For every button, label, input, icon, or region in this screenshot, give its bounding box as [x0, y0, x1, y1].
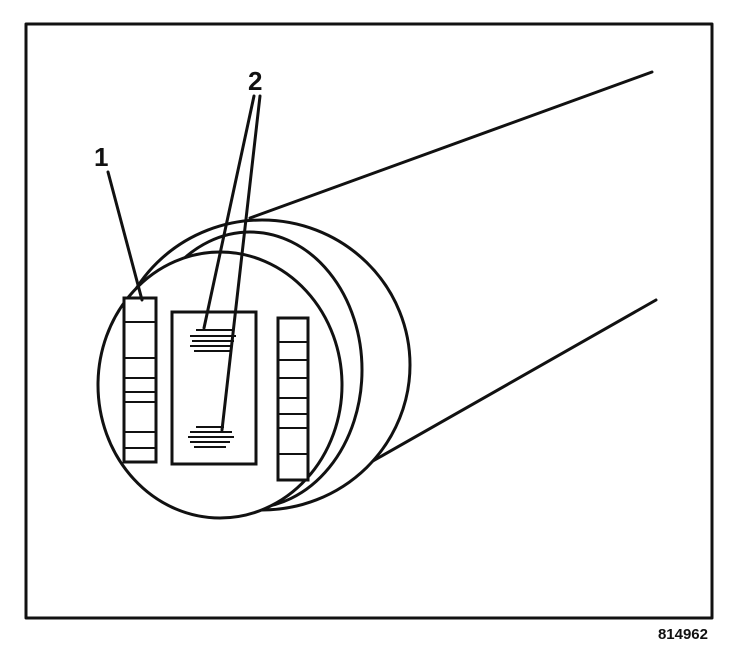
leader-line-1 [106, 170, 144, 302]
label-strip-left [122, 296, 158, 464]
leader-line-2b [220, 94, 262, 432]
center-label-panel [170, 310, 258, 466]
shaft-top-edge [248, 70, 654, 220]
figure-id: 814962 [657, 626, 708, 643]
callout-1: 1 [94, 142, 108, 172]
leader-line-2a [202, 94, 256, 330]
text-lines-lower [188, 426, 234, 448]
figure-frame [24, 22, 714, 620]
label-strip-right [276, 316, 310, 482]
callout-2: 2 [248, 66, 262, 96]
text-lines-upper [190, 329, 236, 352]
shaft-bottom-edge [348, 298, 658, 476]
